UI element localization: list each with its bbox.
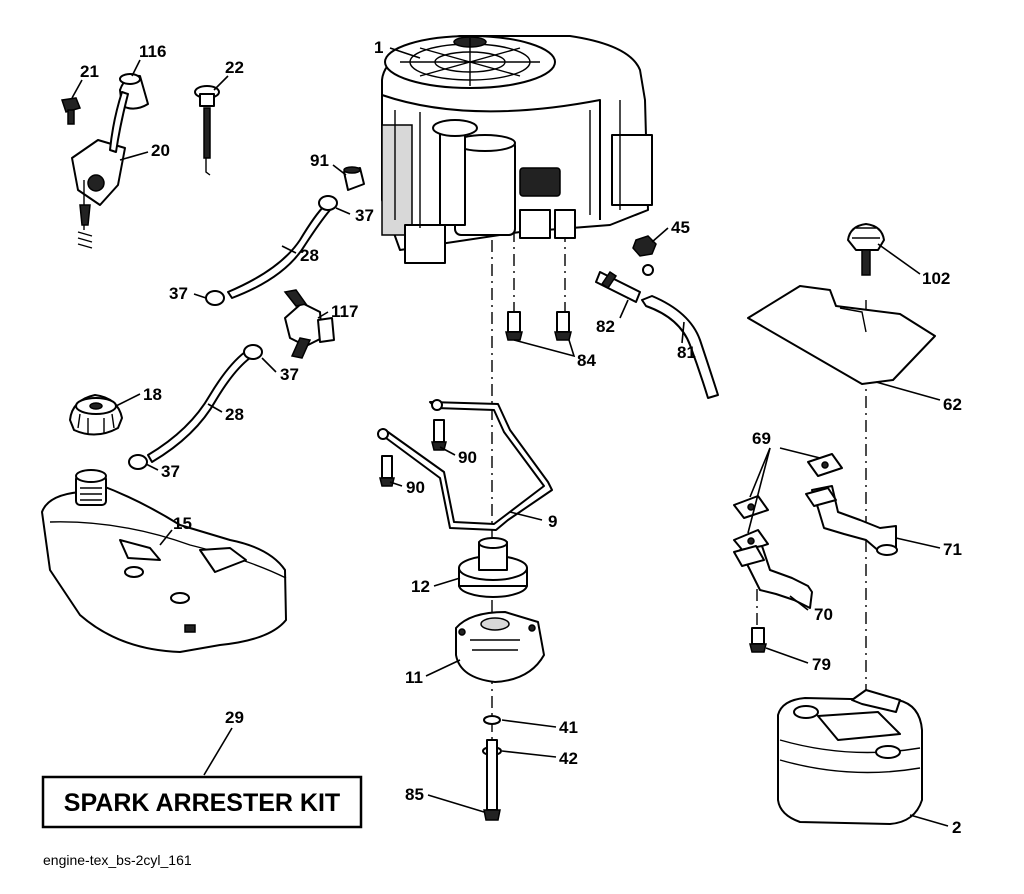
engine bbox=[381, 35, 653, 264]
callout-62: 62 bbox=[943, 395, 962, 414]
callout-45: 45 bbox=[671, 218, 690, 237]
exhaust-pipe-71 bbox=[805, 485, 898, 556]
callout-37-d: 37 bbox=[161, 462, 180, 481]
callout-79: 79 bbox=[812, 655, 831, 674]
callout-70: 70 bbox=[814, 605, 833, 624]
callout-117: 117 bbox=[331, 302, 358, 321]
fuel-hose-81 bbox=[641, 295, 719, 399]
callout-116: 116 bbox=[139, 42, 166, 61]
callout-1: 1 bbox=[374, 38, 383, 57]
bushing-91 bbox=[343, 166, 365, 191]
callout-102: 102 bbox=[922, 269, 950, 288]
callout-37-c: 37 bbox=[280, 365, 299, 384]
callout-labels: 1 21 116 22 20 91 37 28 37 117 37 18 28 … bbox=[80, 38, 962, 837]
callout-29: 29 bbox=[225, 708, 244, 727]
callout-42: 42 bbox=[559, 749, 578, 768]
callout-69: 69 bbox=[752, 429, 771, 448]
callout-22: 22 bbox=[225, 58, 244, 77]
fuel-tank-15 bbox=[41, 469, 287, 653]
callout-84: 84 bbox=[577, 351, 596, 370]
callout-20: 20 bbox=[151, 141, 170, 160]
heat-shield-62 bbox=[747, 285, 936, 385]
spark-arrester-kit-label: SPARK ARRESTER KIT bbox=[64, 789, 340, 817]
spark-arrester-kit-box: SPARK ARRESTER KIT bbox=[41, 775, 363, 829]
washer-41 bbox=[483, 715, 501, 725]
callout-2: 2 bbox=[952, 818, 961, 837]
muffler-2 bbox=[777, 689, 923, 825]
callout-28-a: 28 bbox=[300, 246, 319, 265]
callout-21: 21 bbox=[80, 62, 99, 81]
callout-90-a: 90 bbox=[458, 448, 477, 467]
nut-45 bbox=[632, 235, 657, 257]
fuel-filter-82 bbox=[595, 264, 654, 303]
throttle-control-20 bbox=[71, 91, 129, 249]
callout-90-b: 90 bbox=[406, 478, 425, 497]
knob-102 bbox=[847, 223, 885, 276]
callout-82: 82 bbox=[596, 317, 615, 336]
callout-15: 15 bbox=[173, 514, 192, 533]
callout-41: 41 bbox=[559, 718, 578, 737]
callout-18: 18 bbox=[143, 385, 162, 404]
callout-28-b: 28 bbox=[225, 405, 244, 424]
bolt-21 bbox=[61, 97, 82, 125]
callout-12: 12 bbox=[411, 577, 430, 596]
pulley-12 bbox=[458, 537, 528, 598]
callout-91: 91 bbox=[310, 151, 329, 170]
fuel-valve-117 bbox=[283, 289, 335, 359]
diagram-id: engine-tex_bs-2cyl_161 bbox=[43, 852, 192, 868]
fuel-cap-18 bbox=[69, 394, 123, 436]
bolt-79 bbox=[749, 627, 767, 653]
bolt-85 bbox=[483, 739, 501, 821]
pto-clutch-11 bbox=[455, 611, 545, 683]
callout-9: 9 bbox=[548, 512, 557, 531]
exhaust-pipe-70 bbox=[733, 545, 813, 609]
callout-85: 85 bbox=[405, 785, 424, 804]
hose-clamps-37 bbox=[128, 195, 338, 470]
leader-lines bbox=[71, 47, 949, 827]
callout-81: 81 bbox=[677, 343, 696, 362]
bolts-84 bbox=[505, 311, 572, 341]
dipstick-22 bbox=[194, 85, 220, 176]
callout-71: 71 bbox=[943, 540, 962, 559]
callout-11: 11 bbox=[405, 668, 423, 687]
callout-37-b: 37 bbox=[169, 284, 188, 303]
callout-37-a: 37 bbox=[355, 206, 374, 225]
